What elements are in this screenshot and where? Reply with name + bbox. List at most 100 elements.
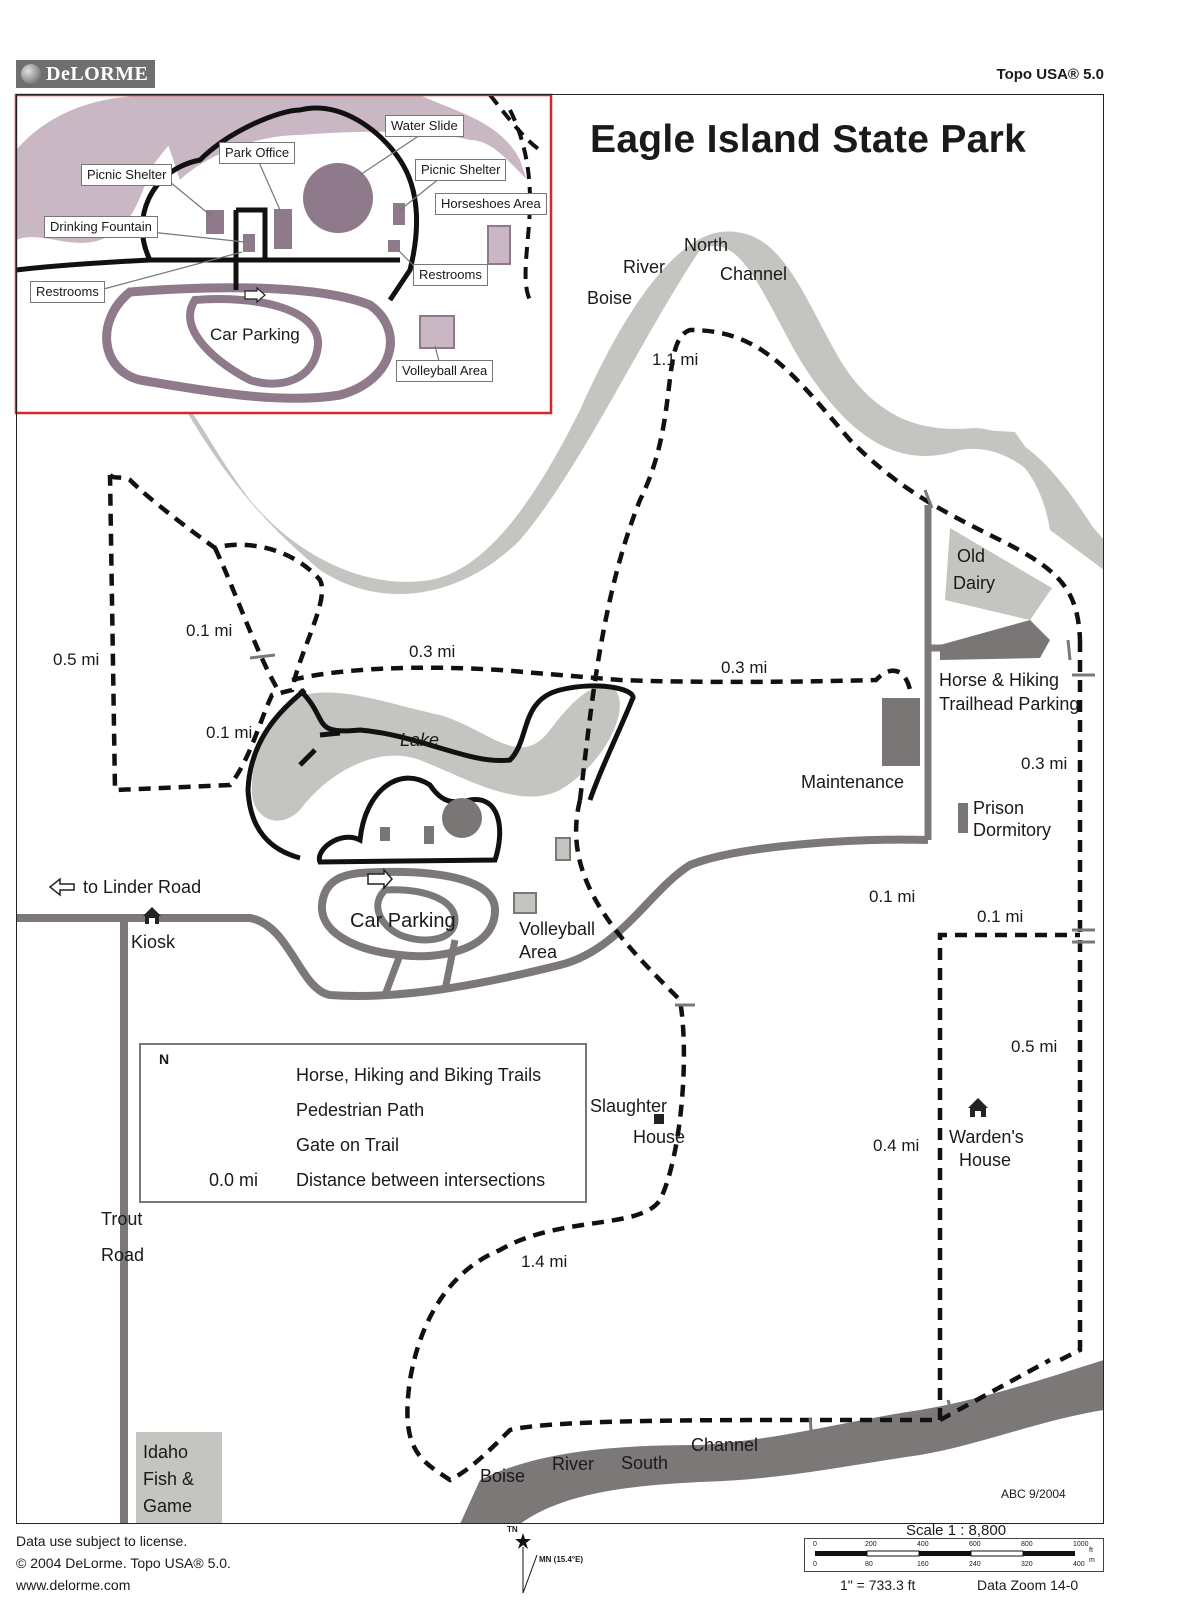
label-south-boise: Boise: [480, 1466, 526, 1486]
magnetic-north-label: MN (15.4°E): [539, 1555, 584, 1564]
inset-restroom-right: [388, 240, 400, 252]
water-slide-main: [442, 798, 482, 838]
idaho-fish-game-area: [136, 1432, 222, 1524]
label-south: South: [621, 1453, 669, 1473]
maintenance-building: [882, 698, 920, 766]
trail-middle: [291, 665, 913, 691]
distance-label: 0.5 mi: [1011, 1037, 1058, 1056]
horseshoe-area: [555, 837, 571, 861]
scale-tick-ft: 1000: [1073, 1541, 1089, 1548]
trail-north-loop: [577, 327, 1083, 801]
volleyball-court: [513, 892, 537, 914]
delorme-logo: DeLORME: [16, 60, 155, 88]
pedestrian-spur: [298, 730, 341, 767]
inset-path-right: [488, 95, 542, 301]
inset-restroom-left: [243, 234, 255, 252]
house-icon: [968, 1098, 988, 1117]
label-road: Road: [101, 1245, 145, 1265]
label-slaughter: Slaughter: [590, 1096, 668, 1116]
trail-east: [1058, 640, 1083, 1363]
south-river-channel: [460, 1360, 1104, 1524]
north-arrow-icon: [515, 1533, 538, 1594]
label-idaho: Idaho: [143, 1442, 189, 1462]
scale-tick-ft: 0: [813, 1541, 817, 1548]
map-legend: N Horse, Hiking and Biking Trails Pedest…: [139, 1043, 587, 1203]
scale-tick-ft: 200: [865, 1541, 877, 1548]
label-to-linder-road: to Linder Road: [83, 877, 202, 897]
scale-unit-ft: ft: [1089, 1547, 1093, 1554]
scale-tick-ft: 800: [1021, 1541, 1033, 1548]
footer-url: www.delorme.com: [16, 1577, 131, 1593]
distance-label: 0.3 mi: [1021, 754, 1068, 773]
inset-picnic-shelter-left: [206, 210, 224, 234]
label-wardens: Warden's: [949, 1127, 1024, 1147]
scale-tick-m: 400: [1073, 1561, 1085, 1568]
label-south-river: River: [552, 1454, 595, 1474]
slaughter-house: [654, 1114, 664, 1124]
footer-copyright: © 2004 DeLorme. Topo USA® 5.0.: [16, 1555, 231, 1571]
scale-tick-ft: 400: [917, 1541, 929, 1548]
label-maintenance: Maintenance: [801, 772, 905, 792]
label-slaughter-house: House: [633, 1127, 686, 1147]
parking-connector-left: [381, 953, 404, 997]
prison-dormitory: [958, 803, 968, 833]
old-dairy: [945, 528, 1052, 620]
map-title: Eagle Island State Park: [590, 118, 1027, 161]
scale-tick-m: 320: [1021, 1561, 1033, 1568]
label-old: Old: [957, 546, 986, 566]
distance-label: 1.4 mi: [521, 1252, 568, 1271]
inset-volleyball: [419, 315, 455, 349]
scale-tick-m: 160: [917, 1561, 929, 1568]
distance-label: 0.1 mi: [977, 907, 1024, 926]
distance-label: 0.1 mi: [186, 621, 233, 640]
picnic-shelter-main: [380, 827, 390, 841]
distance-label: 0.4 mi: [873, 1136, 920, 1155]
callout-restrooms-left: Restrooms: [30, 281, 105, 303]
distance-label: 0.3 mi: [409, 642, 456, 661]
label-volleyball: Volleyball: [519, 919, 596, 939]
legend-pedestrian: Pedestrian Path: [296, 1100, 425, 1120]
distance-label: 0.1 mi: [869, 887, 916, 906]
inset-arrow: [244, 286, 266, 304]
scale-tick-m: 80: [865, 1561, 873, 1568]
gate: [808, 1417, 814, 1441]
callout-park-office: Park Office: [219, 142, 296, 164]
kiosk-icon: [143, 907, 161, 924]
scale-tick-m: 0: [813, 1561, 817, 1568]
inset-water-slide: [303, 163, 373, 233]
legend-gate: Gate on Trail: [296, 1135, 400, 1155]
globe-icon: [21, 64, 41, 84]
trailhead-parking: [940, 620, 1050, 660]
label-abc-date: ABC 9/2004: [1001, 1487, 1066, 1501]
callout-picnic-shelter-left: Picnic Shelter: [81, 164, 173, 186]
distance-label: 0.5 mi: [53, 650, 100, 669]
label-north: North: [684, 235, 729, 255]
label-boise: Boise: [587, 288, 633, 308]
label-lake: Lake: [400, 730, 440, 750]
pedestrian-lake-north: [298, 683, 636, 801]
inset-park-office: [274, 209, 292, 249]
map-frame: [16, 94, 1104, 1524]
legend-north-label: N: [159, 1051, 170, 1067]
label-dairy: Dairy: [953, 573, 996, 593]
label-car-parking: Car Parking: [350, 910, 456, 932]
label-south-channel: Channel: [691, 1435, 759, 1455]
label-channel: Channel: [720, 264, 788, 284]
pedestrian-lake-west: [245, 688, 307, 861]
gate: [249, 653, 276, 660]
distance-label: 0.1 mi: [206, 723, 253, 742]
inset-parking-inner: [186, 295, 322, 388]
legend-distance-sample: 0.0 mi: [209, 1170, 259, 1190]
to-linder-arrow: [48, 877, 75, 897]
label-trout: Trout: [101, 1209, 143, 1229]
label-trailhead-parking: Trailhead Parking: [939, 694, 1080, 714]
trail-west-loop: [107, 473, 325, 793]
label-prison: Prison: [973, 798, 1025, 818]
trail-east-loop-south: [938, 1358, 1052, 1422]
car-parking-loop: [317, 867, 500, 961]
label-horse-hiking: Horse & Hiking: [939, 670, 1060, 690]
label-fish: Fish &: [143, 1469, 195, 1489]
label-game: Game: [143, 1496, 193, 1516]
footer-license: Data use subject to license.: [16, 1533, 188, 1549]
